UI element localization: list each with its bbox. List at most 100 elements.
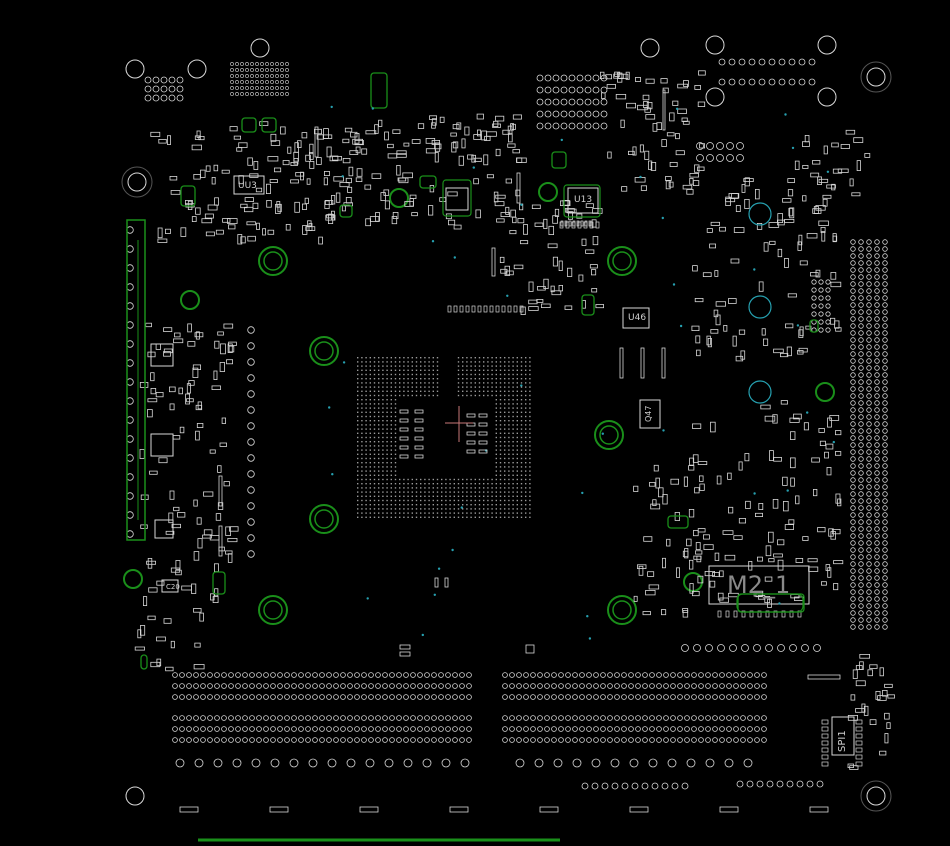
cpu-cap bbox=[478, 413, 488, 418]
bga-ball bbox=[499, 403, 502, 405]
bga-ball bbox=[508, 499, 510, 502]
bga-ball bbox=[529, 453, 531, 455]
header-pin bbox=[874, 309, 880, 315]
dimm-pin bbox=[649, 715, 655, 721]
header-pin bbox=[866, 617, 872, 623]
smd-part bbox=[694, 297, 704, 303]
bga-ball bbox=[357, 487, 359, 489]
fine-pin bbox=[280, 62, 284, 66]
bga-ball bbox=[512, 474, 514, 476]
header-pin bbox=[882, 323, 888, 329]
top-pin bbox=[728, 58, 736, 66]
dimm-pin bbox=[593, 726, 599, 732]
top-pin bbox=[808, 58, 816, 66]
header-pin bbox=[850, 463, 856, 469]
bga-ball bbox=[457, 499, 460, 502]
cpu-cap bbox=[399, 418, 409, 423]
dimm-pin bbox=[249, 715, 255, 721]
dimm-pin bbox=[509, 683, 515, 689]
via bbox=[472, 166, 475, 169]
bga-ball bbox=[457, 365, 460, 367]
bga-ball bbox=[399, 369, 401, 371]
dimm-pin bbox=[621, 726, 627, 732]
bga-ball bbox=[373, 470, 376, 472]
smd-part bbox=[347, 186, 353, 193]
smd-part bbox=[869, 719, 877, 726]
bga-ball bbox=[436, 487, 439, 489]
bga-ball bbox=[390, 508, 392, 510]
header-pin bbox=[850, 358, 856, 364]
ic-u-mid bbox=[445, 187, 469, 211]
dimm-pin bbox=[459, 694, 465, 700]
smd-part bbox=[648, 584, 660, 590]
bga-ball bbox=[516, 462, 518, 464]
bga-ball bbox=[520, 361, 523, 363]
dimm-pin bbox=[509, 726, 515, 732]
bga-ball bbox=[487, 394, 489, 397]
bga-ball bbox=[386, 369, 388, 371]
dimm-pin bbox=[691, 672, 697, 678]
top-pin bbox=[798, 58, 806, 66]
smd-part bbox=[643, 101, 649, 108]
header-pin bbox=[850, 435, 856, 441]
smd-part bbox=[205, 165, 211, 172]
header-pin bbox=[866, 435, 872, 441]
smd-part bbox=[192, 364, 202, 370]
bga-ball bbox=[415, 516, 418, 518]
bga-ball bbox=[399, 483, 401, 485]
header-pin bbox=[882, 603, 888, 609]
dimm-pin bbox=[354, 683, 360, 689]
header-pin bbox=[858, 344, 864, 350]
bga-ball bbox=[373, 453, 376, 455]
smd-part bbox=[790, 431, 796, 441]
dimm-pin bbox=[298, 683, 304, 689]
via bbox=[520, 384, 523, 387]
bga-ball bbox=[436, 378, 439, 380]
bottom-right-hole bbox=[789, 644, 797, 652]
header-pin bbox=[850, 561, 856, 567]
fine-pin bbox=[285, 68, 289, 72]
ic-c20 bbox=[161, 579, 179, 593]
smd-part bbox=[308, 151, 314, 160]
bga-ball bbox=[394, 466, 397, 468]
bga-ball bbox=[470, 499, 472, 502]
smd-part bbox=[325, 214, 336, 221]
header-pin bbox=[850, 540, 856, 546]
top-pin bbox=[536, 86, 544, 94]
bga-ball bbox=[487, 478, 489, 481]
bga-ball bbox=[386, 403, 388, 405]
dimm-pin bbox=[740, 726, 746, 732]
dimm-pin bbox=[270, 672, 276, 678]
fine-pin bbox=[260, 68, 264, 72]
bga-ball bbox=[508, 411, 510, 413]
cpu-cap bbox=[399, 436, 409, 441]
header-pin bbox=[858, 533, 864, 539]
dimm-pin bbox=[530, 715, 536, 721]
bga-ball bbox=[382, 386, 384, 388]
dimm-pin bbox=[516, 683, 522, 689]
header-pin bbox=[858, 365, 864, 371]
bga-ball bbox=[386, 411, 388, 413]
smd-part bbox=[745, 500, 751, 509]
smd-part bbox=[831, 183, 836, 191]
bottom-hole bbox=[756, 780, 764, 788]
header-pin bbox=[874, 393, 880, 399]
io-hole bbox=[667, 758, 677, 768]
bga-ball bbox=[491, 378, 493, 380]
bga-ball bbox=[529, 487, 531, 489]
left-column-hole bbox=[247, 326, 255, 334]
dimm-pin bbox=[305, 737, 311, 743]
smd-part bbox=[784, 218, 795, 223]
io-hole bbox=[460, 758, 470, 768]
smd-part bbox=[652, 499, 657, 507]
header-pin bbox=[882, 351, 888, 357]
bga-ball bbox=[386, 424, 388, 426]
dimm-pin bbox=[516, 726, 522, 732]
bga-ball bbox=[373, 428, 376, 430]
dimm-pin bbox=[277, 672, 283, 678]
smd-part bbox=[211, 385, 221, 390]
header-pin bbox=[850, 575, 856, 581]
dimm-pin bbox=[677, 694, 683, 700]
header-pin bbox=[858, 316, 864, 322]
smd-part bbox=[168, 512, 174, 524]
